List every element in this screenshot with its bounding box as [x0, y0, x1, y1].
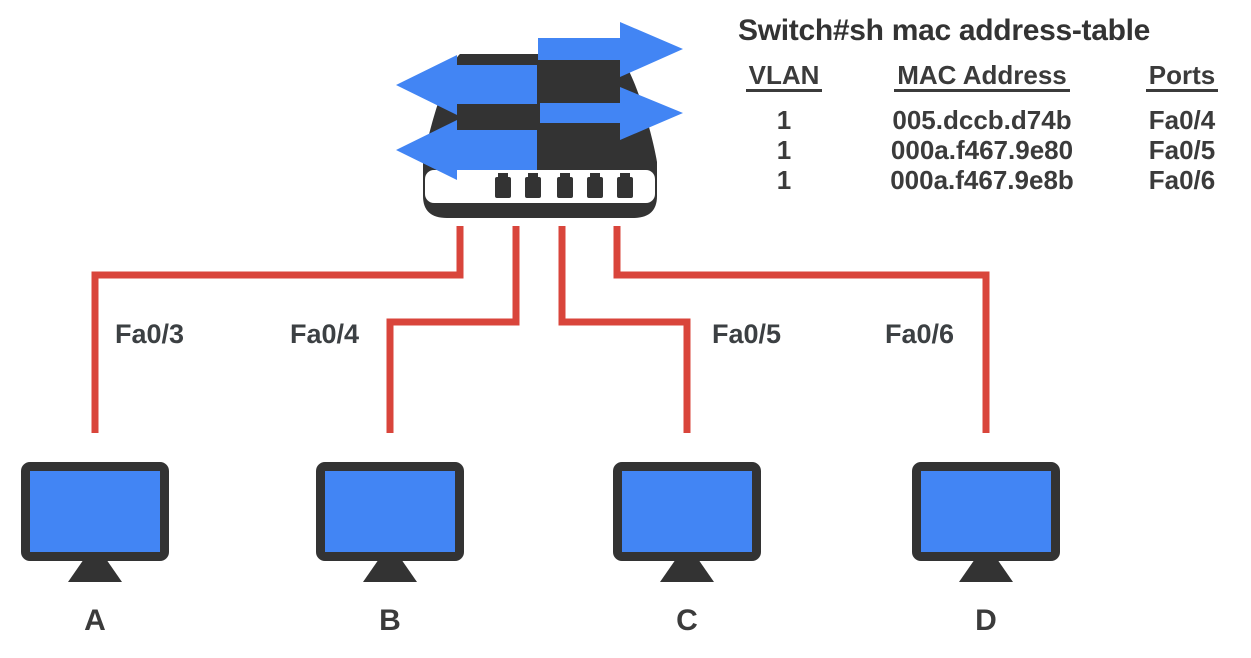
table-row: 1 005.dccb.d74b Fa0/4: [738, 105, 1236, 135]
cell-vlan: 1: [776, 165, 792, 195]
port-label-fa0-3: Fa0/3: [115, 319, 185, 349]
computer-monitor-icon: [21, 462, 169, 561]
column-header-vlan: VLAN: [738, 60, 830, 92]
cell-vlan: 1: [776, 135, 792, 165]
mac-table-title: Switch#sh mac address-table: [738, 14, 1151, 47]
host-label: B: [379, 604, 401, 637]
table-row: 1 000a.f467.9e80 Fa0/5: [738, 135, 1236, 165]
table-row: 1 000a.f467.9e8b Fa0/6: [738, 165, 1236, 195]
host-label: C: [676, 604, 698, 637]
cell-vlan: 1: [776, 105, 792, 135]
mac-address-table: Switch#sh mac address-table VLAN MAC Add…: [738, 14, 1236, 195]
cell-port: Fa0/5: [1148, 135, 1216, 165]
host-label: D: [975, 604, 997, 637]
host-b: B: [316, 462, 464, 637]
cell-mac-address: 000a.f467.9e8b: [890, 165, 1074, 195]
cell-port: Fa0/4: [1148, 105, 1216, 135]
traffic-arrows: [396, 22, 683, 180]
column-header-ports: Ports: [1134, 60, 1230, 92]
arrow-left-upper-icon: [396, 55, 537, 115]
link-line-fa0-4: [386, 226, 520, 433]
arrow-right-middle-icon: [540, 87, 683, 140]
port-label-fa0-4: Fa0/4: [290, 319, 360, 349]
port-label-fa0-6: Fa0/6: [885, 319, 955, 349]
monitor-stand: [959, 561, 1013, 582]
host-a: A: [21, 462, 169, 637]
cell-port: Fa0/6: [1148, 165, 1216, 195]
host-label: A: [84, 604, 106, 637]
link-line-fa0-6: [613, 226, 990, 433]
monitor-stand: [363, 561, 417, 582]
network-switch-icon: [396, 22, 683, 218]
switch-ports: [495, 173, 633, 198]
monitor-stand: [68, 561, 122, 582]
cell-mac-address: 000a.f467.9e80: [890, 135, 1074, 165]
mac-table-header: VLAN MAC Address Ports: [738, 60, 1236, 92]
computer-monitor-icon: [613, 462, 761, 561]
port-label-fa0-5: Fa0/5: [712, 319, 782, 349]
arrow-left-lower-icon: [396, 120, 537, 180]
host-c: C: [613, 462, 761, 637]
computer-monitor-icon: [912, 462, 1060, 561]
link-line-fa0-5: [558, 226, 691, 433]
computer-monitor-icon: [316, 462, 464, 561]
link-line-fa0-3: [91, 226, 464, 433]
monitor-stand: [660, 561, 714, 582]
cell-mac-address: 005.dccb.d74b: [892, 105, 1072, 135]
column-header-mac-address: MAC Address: [830, 60, 1134, 92]
host-d: D: [912, 462, 1060, 637]
mac-table-rows: 1 005.dccb.d74b Fa0/4 1 000a.f467.9e80 F…: [738, 105, 1236, 195]
arrow-right-top-icon: [538, 22, 683, 77]
